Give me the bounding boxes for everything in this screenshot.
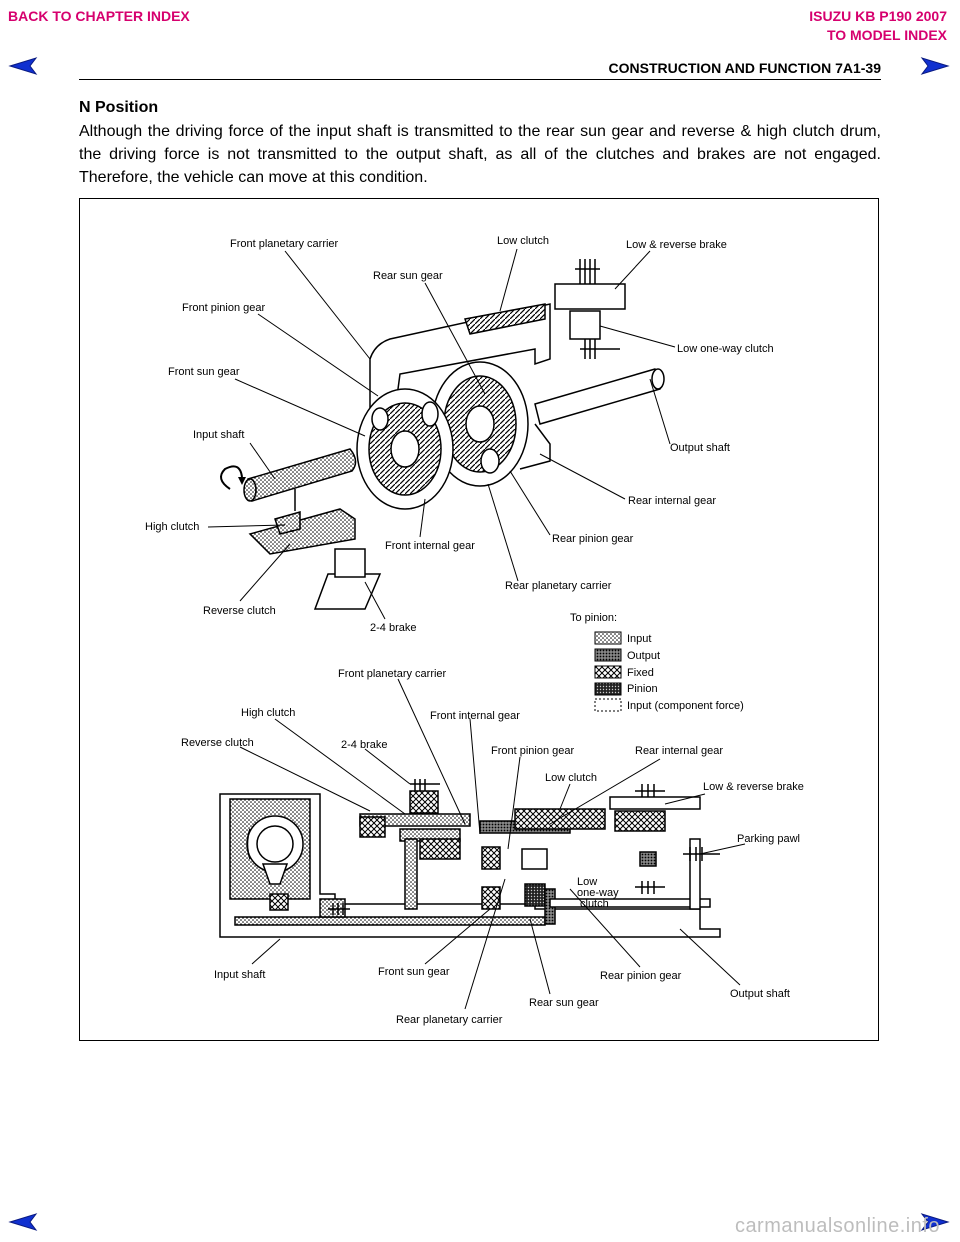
bottom-label-reverse-clutch: Reverse clutch	[181, 737, 254, 749]
book-title: ISUZU KB P190 2007	[809, 8, 947, 24]
top-label-rear-internal-gear: Rear internal gear	[628, 495, 716, 507]
previous-page-arrow-bottom-icon[interactable]	[8, 1212, 38, 1232]
section-title: N Position	[79, 99, 159, 116]
bottom-label-clutch: clutch	[580, 898, 609, 910]
legend-swatch-input-component-force	[594, 698, 622, 712]
to-model-index-link[interactable]: TO MODEL INDEX	[826, 27, 947, 43]
bottom-label-rear-sun-gear: Rear sun gear	[529, 997, 599, 1009]
figure-frame: Front planetary carrier Low clutch Low &…	[79, 198, 879, 1041]
schematic-illustration	[219, 779, 721, 938]
top-label-reverse-clutch: Reverse clutch	[203, 605, 276, 617]
legend-swatch-pinion	[594, 682, 622, 696]
bottom-label-rear-pinion-gear: Rear pinion gear	[600, 970, 682, 982]
legend-item-output: Output	[627, 650, 660, 662]
bottom-label-front-planetary-carrier: Front planetary carrier	[338, 668, 447, 680]
transmission-diagram: Front planetary carrier Low clutch Low &…	[145, 235, 804, 1026]
bottom-label-front-pinion-gear: Front pinion gear	[491, 745, 574, 757]
bottom-label-parking-pawl: Parking pawl	[737, 833, 800, 845]
bottom-label-front-internal-gear: Front internal gear	[430, 710, 520, 722]
bottom-label-low-clutch: Low clutch	[545, 772, 597, 784]
top-label-front-planetary-carrier: Front planetary carrier	[230, 238, 339, 250]
bottom-label-high-clutch: High clutch	[241, 707, 295, 719]
cutaway-illustration	[220, 259, 665, 610]
bottom-label-rear-planetary-carrier: Rear planetary carrier	[396, 1014, 503, 1026]
bottom-label-2-4-brake: 2-4 brake	[341, 739, 387, 751]
legend-item-input-component-force: Input (component force)	[627, 700, 744, 712]
bottom-label-low-reverse-brake: Low & reverse brake	[703, 781, 804, 793]
legend-swatch-fixed	[594, 665, 622, 679]
next-page-arrow-icon[interactable]	[920, 56, 950, 76]
header-rule	[79, 79, 881, 80]
top-leader-lines	[207, 248, 676, 620]
top-label-front-pinion-gear: Front pinion gear	[182, 302, 265, 314]
legend-swatch-input	[594, 631, 622, 645]
bottom-label-front-sun-gear: Front sun gear	[378, 966, 450, 978]
top-label-front-sun-gear: Front sun gear	[168, 366, 240, 378]
bottom-label-one-way: one-way	[577, 887, 619, 899]
bottom-label-output-shaft: Output shaft	[730, 988, 790, 1000]
top-label-low-reverse-brake: Low & reverse brake	[626, 239, 727, 251]
top-label-rear-pinion-gear: Rear pinion gear	[552, 533, 634, 545]
top-label-2-4-brake: 2-4 brake	[370, 622, 416, 634]
legend: To pinion: Input Output Fixed Pinion Inp…	[570, 612, 744, 712]
legend-title: To pinion:	[570, 612, 617, 624]
watermark: carmanualsonline.info	[734, 1215, 940, 1237]
section-body-text: Although the driving force of the input …	[79, 123, 881, 186]
legend-item-input: Input	[627, 633, 651, 645]
top-label-rear-sun-gear: Rear sun gear	[373, 270, 443, 282]
top-label-rear-planetary-carrier: Rear planetary carrier	[505, 580, 612, 592]
running-header: CONSTRUCTION AND FUNCTION 7A1-39	[608, 60, 882, 76]
next-page-arrow-bottom-icon[interactable]	[920, 1212, 950, 1232]
previous-page-arrow-icon[interactable]	[8, 56, 38, 76]
legend-item-pinion: Pinion	[627, 683, 658, 695]
back-to-chapter-index-link[interactable]: BACK TO CHAPTER INDEX	[8, 8, 190, 24]
top-label-input-shaft: Input shaft	[193, 429, 244, 441]
bottom-leader-lines	[239, 678, 746, 1010]
top-label-output-shaft: Output shaft	[670, 442, 730, 454]
top-label-low-one-way-clutch: Low one-way clutch	[677, 343, 774, 355]
legend-item-fixed: Fixed	[627, 667, 654, 679]
legend-swatch-output	[594, 648, 622, 662]
top-label-low-clutch: Low clutch	[497, 235, 549, 247]
bottom-label-rear-internal-gear: Rear internal gear	[635, 745, 723, 757]
bottom-label-low: Low	[577, 876, 597, 888]
top-label-front-internal-gear: Front internal gear	[385, 540, 475, 552]
bottom-label-input-shaft: Input shaft	[214, 969, 265, 981]
top-label-high-clutch: High clutch	[145, 521, 199, 533]
